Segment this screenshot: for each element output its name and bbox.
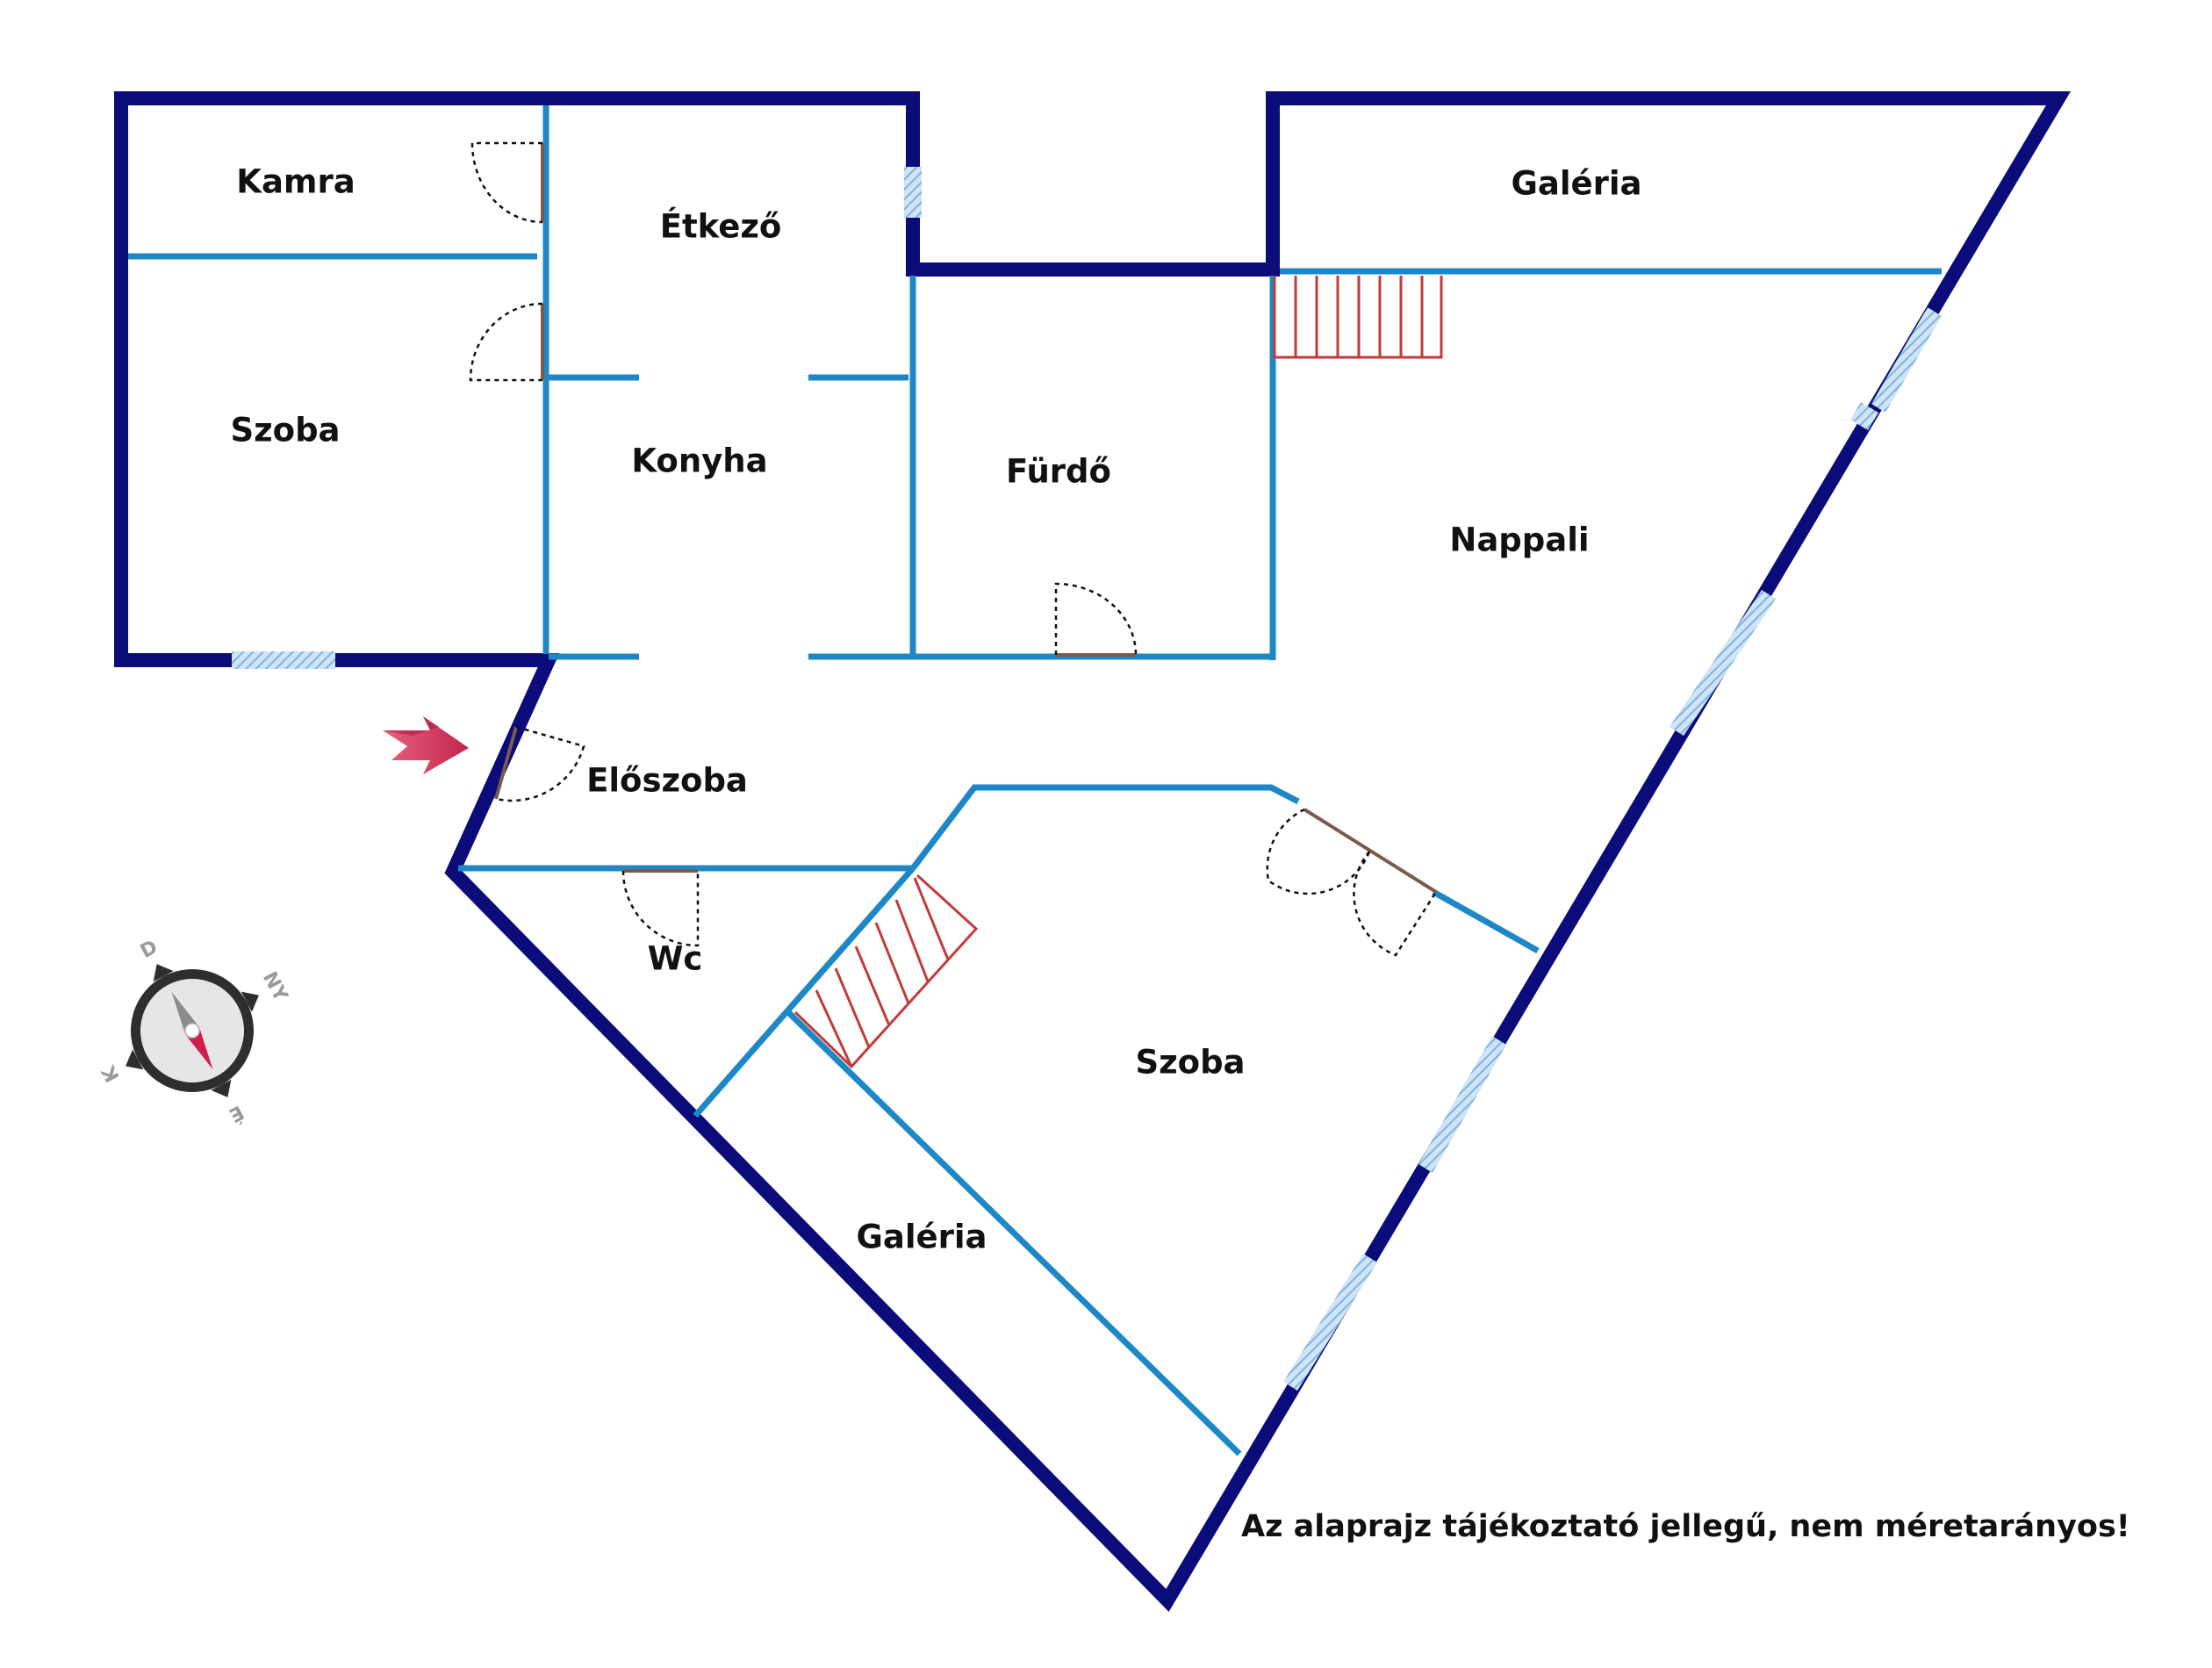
room-label-konyha: Konyha <box>631 442 767 480</box>
door-szoba-left <box>469 302 544 382</box>
compass-icon: D NY É K <box>97 936 292 1126</box>
room-label-eloszoba: Előszoba <box>586 762 748 800</box>
door-szoba-center <box>1266 808 1438 957</box>
door-entrance <box>494 725 585 802</box>
door-wc <box>621 869 700 947</box>
room-label-szoba-left: Szoba <box>230 412 340 449</box>
window-szoba-left <box>232 651 335 669</box>
door-kamra <box>470 141 544 224</box>
room-label-furdo: Fürdő <box>1006 453 1111 491</box>
wall-szoba-center-top <box>910 784 1300 871</box>
room-labels: Kamra Étkező Galéria Szoba Konyha Fürdő … <box>230 163 1641 1256</box>
room-label-etkezo: Étkező <box>660 207 782 246</box>
stairs-bottom <box>794 874 979 1069</box>
room-label-galeria-top: Galéria <box>1511 165 1641 203</box>
windows <box>232 167 1942 1391</box>
room-label-kamra: Kamra <box>236 163 355 201</box>
compass-letter-east: NY <box>258 968 292 1006</box>
compass-letter-south: É <box>225 1100 247 1126</box>
wall-szoba-nappali-right <box>1432 888 1540 954</box>
outer-wall-top-left <box>114 91 2072 1613</box>
window-etkezo <box>904 167 922 218</box>
inner-walls <box>128 105 1942 1456</box>
doors <box>469 141 1438 957</box>
compass-letter-north: D <box>137 936 162 963</box>
compass-letter-west: K <box>97 1061 125 1086</box>
room-label-wc: Wc <box>648 940 703 978</box>
door-furdo <box>1054 582 1138 657</box>
window-szoba-right-lower <box>1283 1254 1377 1391</box>
disclaimer-text: Az alaprajz tájékoztató jellegű, nem mér… <box>1241 1509 2130 1544</box>
window-nappali-mid <box>1670 590 1776 736</box>
window-nappali-corner <box>1850 402 1878 430</box>
entrance-arrow-icon <box>383 716 469 774</box>
wall-galeria-szoba <box>786 1010 1242 1456</box>
room-label-szoba-center: Szoba <box>1135 1044 1245 1082</box>
stairs-top <box>1273 276 1443 359</box>
wall-wc-galeria <box>693 866 916 1118</box>
window-szoba-right-upper <box>1418 1036 1506 1173</box>
window-nappali-top <box>1871 307 1942 413</box>
room-label-galeria-bottom: Galéria <box>856 1219 987 1256</box>
outer-walls <box>114 91 2072 1613</box>
room-label-nappali: Nappali <box>1449 521 1589 559</box>
